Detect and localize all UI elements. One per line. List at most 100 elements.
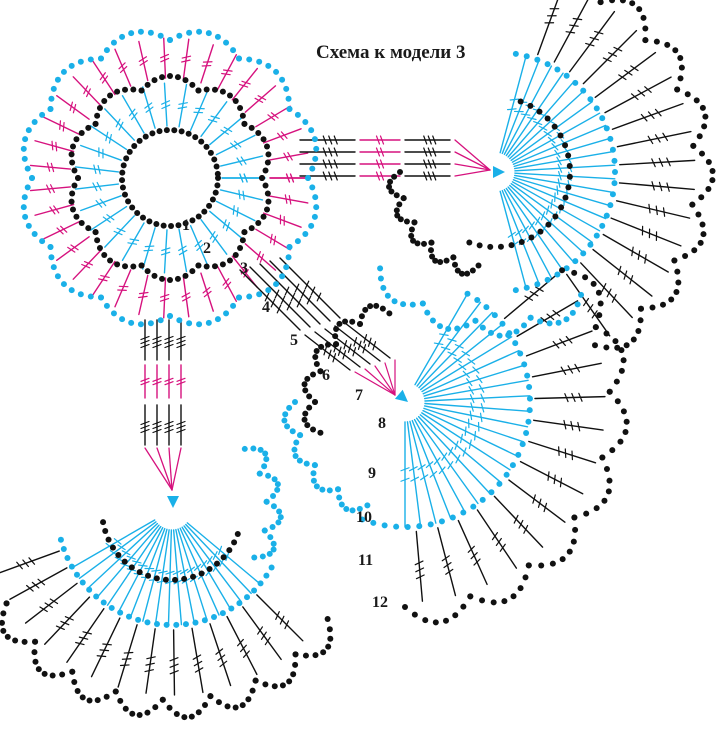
stitch-bar	[161, 104, 171, 110]
stitch-bar	[491, 532, 499, 541]
stitch-bar	[333, 171, 338, 181]
chain-dot	[464, 290, 471, 297]
stitch-bar	[51, 140, 54, 151]
chain-dot	[523, 53, 530, 60]
stitch-post	[181, 526, 232, 610]
stitch-bar	[260, 631, 267, 640]
chain-dot	[419, 300, 426, 307]
chain-dot	[31, 118, 38, 125]
chain-dot	[86, 586, 93, 593]
stitch-bar	[499, 543, 506, 552]
chain-dot	[605, 488, 612, 495]
stitch-bar	[60, 620, 70, 626]
chain-dot	[609, 0, 616, 4]
stitch-bar	[375, 171, 381, 181]
chain-dot	[517, 350, 524, 357]
stitch-bar	[495, 537, 502, 547]
chain-dot	[501, 598, 508, 605]
stitch-post	[24, 582, 78, 624]
stitch-bar	[520, 113, 531, 116]
converge-line	[171, 447, 182, 491]
chain-dot	[178, 128, 185, 135]
chain-dot	[283, 264, 290, 271]
chain-dot	[318, 343, 325, 350]
chain-dot	[107, 257, 114, 264]
chain-dot	[173, 711, 180, 718]
chain-dot	[281, 417, 288, 424]
chain-dot	[475, 262, 482, 269]
chain-dot	[603, 344, 610, 351]
stitch-bar	[651, 158, 656, 168]
chain-dot	[525, 418, 532, 425]
stitch-bar	[423, 159, 428, 169]
chain-dot	[219, 261, 226, 268]
chain-dot	[452, 612, 459, 619]
chain-dot	[105, 536, 112, 543]
stitch-post	[183, 525, 243, 603]
stitch-bar	[357, 340, 362, 350]
chain-dot	[509, 462, 516, 469]
chain-dot	[115, 551, 122, 558]
chain-dot	[94, 697, 101, 704]
chain-dot	[279, 682, 286, 689]
stitch-bar	[651, 181, 655, 191]
chain-dot	[546, 320, 553, 327]
chain-dot	[690, 142, 697, 149]
stitch-bar	[647, 135, 654, 145]
chain-dot	[144, 268, 151, 275]
chain-dot	[611, 157, 618, 164]
stitch-post	[182, 38, 190, 80]
stitch-bar	[362, 344, 367, 354]
stitch-bar	[277, 132, 284, 141]
chain-dot	[309, 184, 316, 191]
stitch-bar	[144, 102, 153, 109]
stitch-bar	[433, 342, 444, 346]
stitch-post	[415, 417, 479, 505]
chain-dot	[12, 637, 19, 644]
chain-dot	[664, 41, 671, 48]
chain-dot	[524, 372, 531, 379]
chain-dot	[203, 263, 210, 270]
chain-dot	[68, 62, 75, 69]
stitch-bar	[181, 55, 192, 59]
chain-dot	[508, 242, 515, 249]
chain-dot	[479, 597, 486, 604]
chain-dot	[393, 207, 400, 214]
stitch-post	[72, 249, 102, 280]
chain-dot	[79, 579, 86, 586]
chain-dot	[526, 384, 533, 391]
chain-dot	[558, 204, 565, 211]
stitch-bar	[631, 246, 634, 257]
stitch-post	[249, 266, 311, 328]
chain-dot	[411, 219, 418, 226]
stitch-bar	[322, 171, 327, 181]
stitch-post	[242, 606, 282, 661]
stitch-bar	[415, 567, 425, 573]
stitch-bar	[470, 402, 474, 412]
stitch-post	[499, 55, 527, 154]
chain-dot	[469, 267, 476, 274]
chain-dot	[699, 104, 706, 111]
chain-dot	[320, 649, 327, 656]
chain-dot	[114, 261, 121, 268]
chain-dot	[20, 145, 27, 152]
chain-dot	[103, 47, 110, 54]
chain-dot	[569, 309, 576, 316]
chain-dot	[571, 269, 578, 276]
chain-dot	[102, 528, 109, 535]
chain-dot	[362, 306, 369, 313]
stitch-post	[262, 128, 302, 144]
chain-dot	[364, 502, 371, 509]
chain-dot	[130, 263, 137, 270]
chain-dot	[523, 430, 530, 437]
stitch-post	[422, 409, 519, 457]
stitch-bar	[540, 317, 549, 324]
stitch-bar	[458, 363, 467, 371]
chain-dot	[583, 510, 590, 517]
stitch-post	[200, 272, 214, 312]
chain-dot	[86, 697, 93, 704]
stitch-bar	[654, 134, 661, 143]
chain-dot	[601, 497, 608, 504]
stitch-post	[74, 183, 120, 190]
row-number-1: 1	[182, 217, 190, 234]
